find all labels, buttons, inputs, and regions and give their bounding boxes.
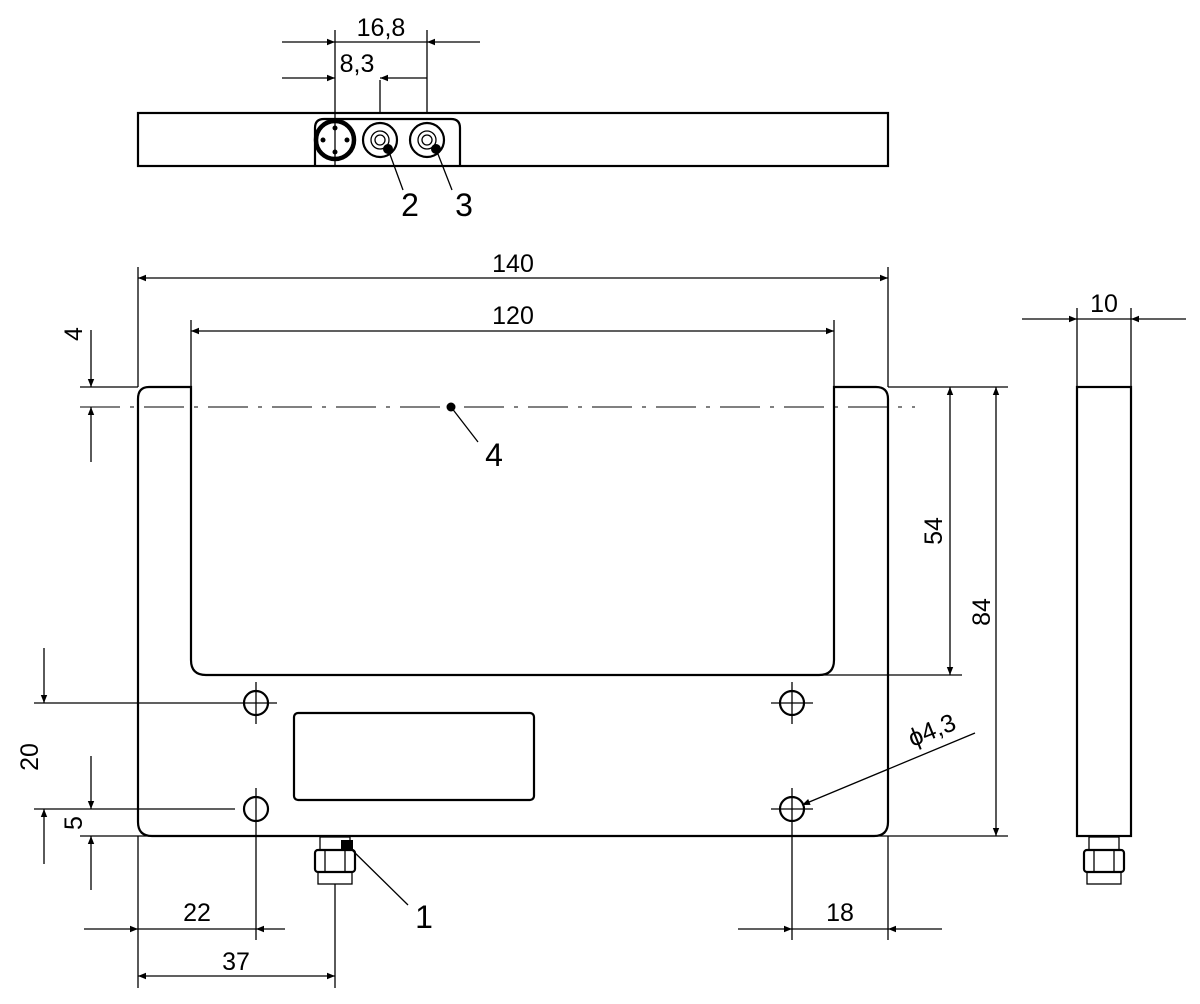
side-view: 10	[1022, 290, 1186, 885]
top-view: 16,8 8,3 2 3	[136, 14, 890, 223]
dim-top-offset: 4	[60, 327, 88, 341]
dim-hole-offset-right: 18	[826, 899, 854, 927]
dim-connector-offset: 37	[222, 948, 250, 976]
dim-hole-offset-left: 22	[183, 899, 211, 927]
side-view-body	[1075, 385, 1133, 838]
dim-slot-depth: 54	[920, 517, 948, 545]
dim-bottom-offset: 5	[60, 816, 88, 830]
side-connector	[1082, 836, 1126, 885]
top-view-body	[136, 111, 890, 168]
callout-2: 2	[401, 187, 419, 223]
indicator-led-2	[361, 121, 399, 159]
dim-hole-spacing-v: 20	[16, 743, 44, 771]
dim-hole-diameter: ϕ4,3	[904, 708, 960, 752]
front-view: 4 1 140 120 4 54	[16, 250, 1008, 988]
connector-panel	[313, 117, 462, 166]
label-window	[292, 711, 536, 802]
dim-thickness: 10	[1090, 290, 1118, 318]
reflector-frame	[136, 385, 890, 838]
callout-3: 3	[455, 187, 473, 223]
leader-1	[348, 846, 409, 906]
leader-2	[387, 148, 404, 191]
dim-top-pitch: 8,3	[340, 50, 375, 78]
dim-top-width: 16,8	[357, 14, 406, 42]
leader-3	[435, 148, 453, 191]
hole-diameter-leader	[801, 732, 976, 806]
indicator-led-3	[408, 121, 446, 159]
dim-inner-width: 120	[492, 302, 534, 330]
callout-4: 4	[485, 437, 503, 473]
connector-socket-main	[313, 113, 357, 166]
dim-overall-height: 84	[968, 598, 996, 626]
callout-1: 1	[415, 899, 433, 935]
leader-4	[450, 406, 479, 443]
connector-1	[313, 836, 357, 885]
dim-overall-width: 140	[492, 250, 534, 278]
